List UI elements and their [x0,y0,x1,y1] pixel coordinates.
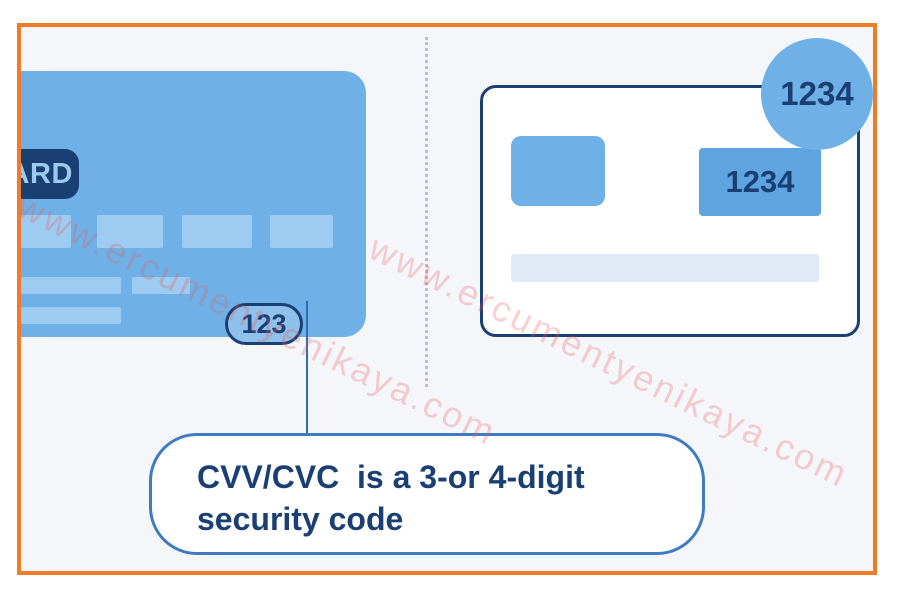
illustration-frame: CARD 123 CVV/CVC is a 3-or 4-digit secur… [17,23,877,575]
callout-leader-line [306,301,308,433]
code-bubble: 1234 [761,38,873,150]
card-detail-line [132,277,190,294]
card-chip [511,136,605,206]
signature-strip [511,254,819,282]
callout-line-1: CVV/CVC is a 3-or 4-digit [197,459,585,495]
card-badge: CARD [21,149,79,199]
dotted-divider [425,37,428,387]
card-number-block [182,215,252,248]
card-back-code: 1234 [699,148,821,216]
cvv-badge: 123 [225,303,303,345]
card-number-block [97,215,163,248]
callout-bubble: CVV/CVC is a 3-or 4-digit security code [149,433,705,555]
card-detail-line [21,277,121,294]
card-number-block [21,215,71,248]
card-number-block [270,215,333,248]
card-front: CARD 123 [21,71,366,345]
card-detail-line [21,307,121,324]
callout-line-2: security code [197,501,404,537]
